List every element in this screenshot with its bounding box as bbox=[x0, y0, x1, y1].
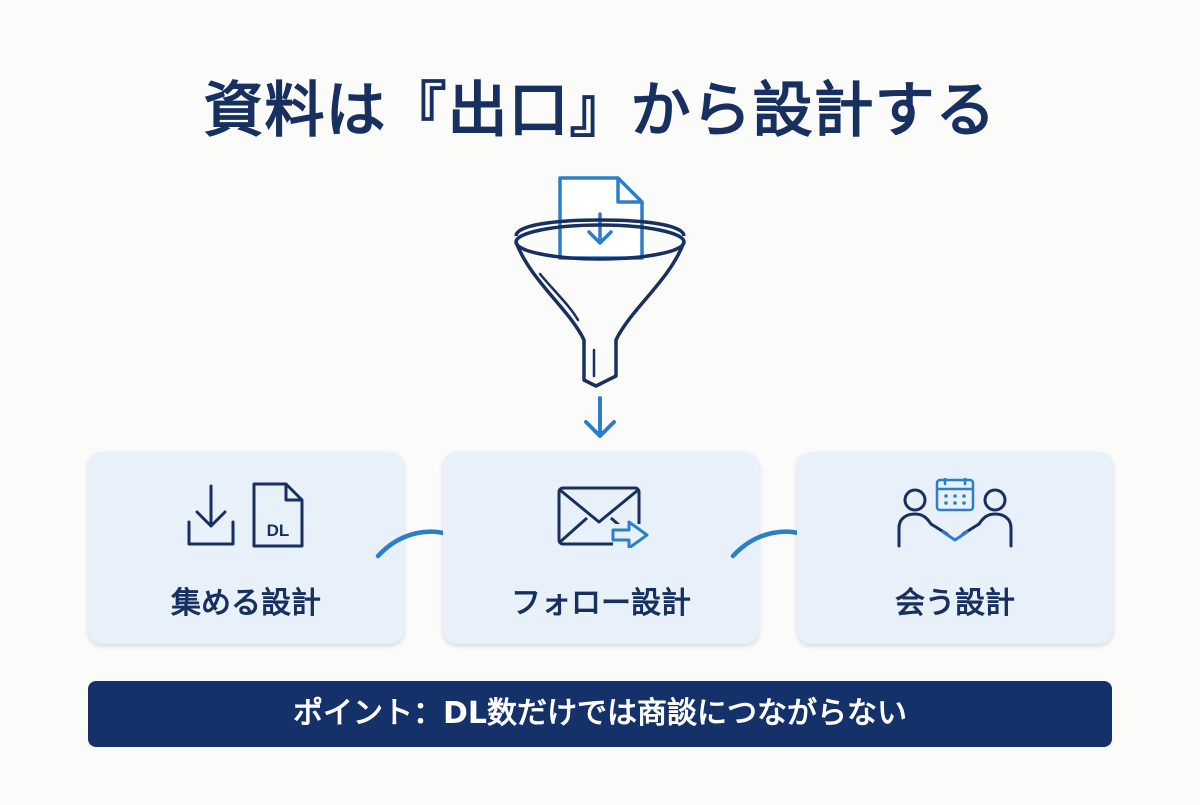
download-document-icon: DL bbox=[187, 482, 304, 548]
step-label-follow: フォロー設計 bbox=[511, 586, 691, 621]
meeting-handshake-icon bbox=[897, 478, 1013, 548]
step-label-collect: 集める設計 bbox=[171, 586, 321, 621]
page-title: 資料は『出口』から設計する bbox=[203, 76, 997, 146]
step-card-collect: DL 集める設計 bbox=[88, 452, 404, 644]
point-banner: ポイント：DL数だけでは商談につながらない bbox=[88, 681, 1112, 747]
funnel-document-icon bbox=[514, 176, 686, 438]
step-card-follow: フォロー設計 bbox=[443, 452, 759, 644]
email-forward-icon bbox=[557, 486, 653, 548]
dl-doc-tag: DL bbox=[267, 521, 290, 540]
step-card-meet: 会う設計 bbox=[797, 452, 1113, 644]
step-label-meet: 会う設計 bbox=[895, 586, 1015, 621]
